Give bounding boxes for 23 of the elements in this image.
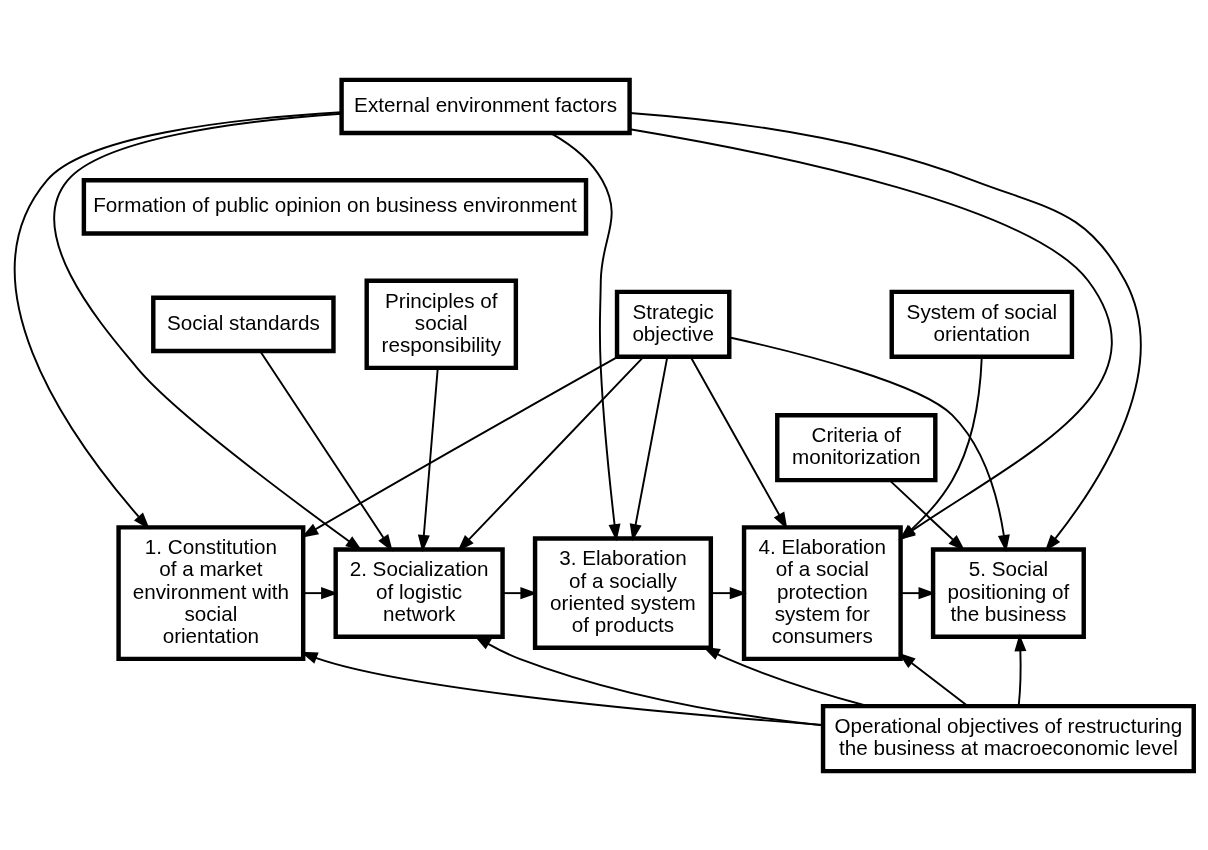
- node-box: 3. Elaboration of a socially oriented system of products: [532, 535, 714, 650]
- node-box: 5. Social positioning of the business: [930, 546, 1086, 639]
- node-box: System of social orientation: [889, 289, 1075, 359]
- arrow: [259, 349, 393, 552]
- node-box: Formation of public opinion on business environment: [81, 177, 589, 236]
- node-box: Operational objectives of restructuring the business at macroeconomic level: [820, 703, 1196, 773]
- arrow: [898, 652, 969, 707]
- arrow: [53, 112, 363, 551]
- arrow: [501, 586, 538, 599]
- node-box: Social standards: [151, 295, 336, 353]
- arrow: [1014, 633, 1027, 707]
- node-box: Strategic objective: [614, 289, 732, 359]
- arrow: [899, 586, 936, 599]
- node-box: 1. Constitution of a market environment with social orientation: [116, 524, 306, 661]
- arrow: [728, 336, 1010, 552]
- node-box: External environment factors: [339, 77, 632, 135]
- arrow: [710, 586, 747, 599]
- node-box: 4. Elaboration of a social protection system for consumers: [741, 524, 903, 661]
- arrow: [302, 586, 339, 599]
- arrow: [13, 110, 343, 529]
- node-box: Criteria of monitorization: [775, 412, 938, 482]
- node-box: 2. Socialization of logistic network: [333, 546, 505, 639]
- node-box: Principles of social responsibility: [364, 278, 519, 370]
